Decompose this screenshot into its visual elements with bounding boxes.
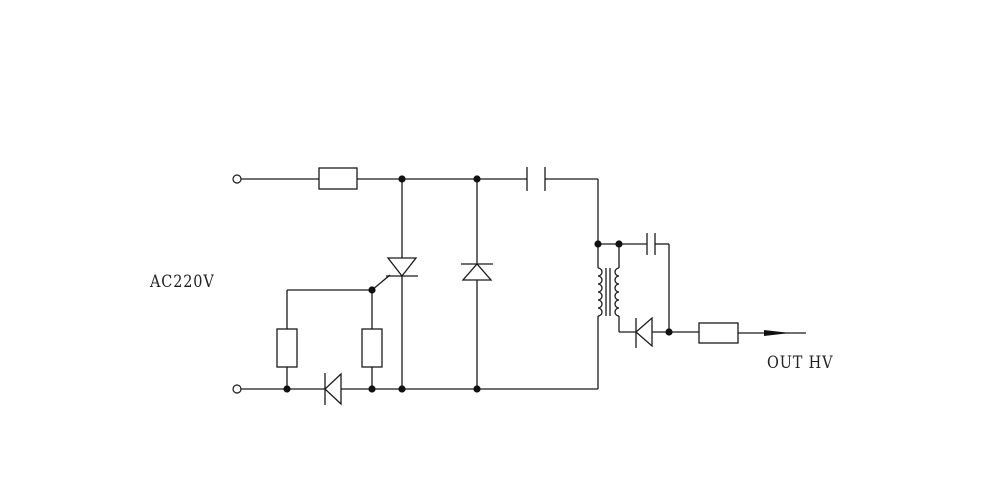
bottom-diode bbox=[324, 372, 342, 406]
secondary-capacitor bbox=[646, 233, 656, 255]
transformer bbox=[597, 244, 620, 332]
input-resistor bbox=[318, 167, 358, 190]
gate-resistor-right bbox=[361, 328, 383, 368]
gate-network-wires bbox=[286, 274, 391, 389]
vertical-diode bbox=[461, 179, 493, 389]
input-terminal-top bbox=[232, 174, 242, 184]
series-capacitor bbox=[526, 167, 546, 191]
right-riser-wires bbox=[597, 179, 670, 389]
input-voltage-label: AC220V bbox=[150, 272, 215, 292]
output-label: OUT HV bbox=[767, 353, 834, 373]
secondary-diode bbox=[619, 316, 699, 348]
gate-resistor-left bbox=[276, 328, 298, 368]
thyristor bbox=[386, 179, 418, 389]
output-arrow bbox=[738, 330, 806, 336]
input-terminal-bottom bbox=[232, 384, 242, 394]
output-resistor bbox=[698, 322, 739, 344]
junction-dots bbox=[283, 175, 673, 393]
